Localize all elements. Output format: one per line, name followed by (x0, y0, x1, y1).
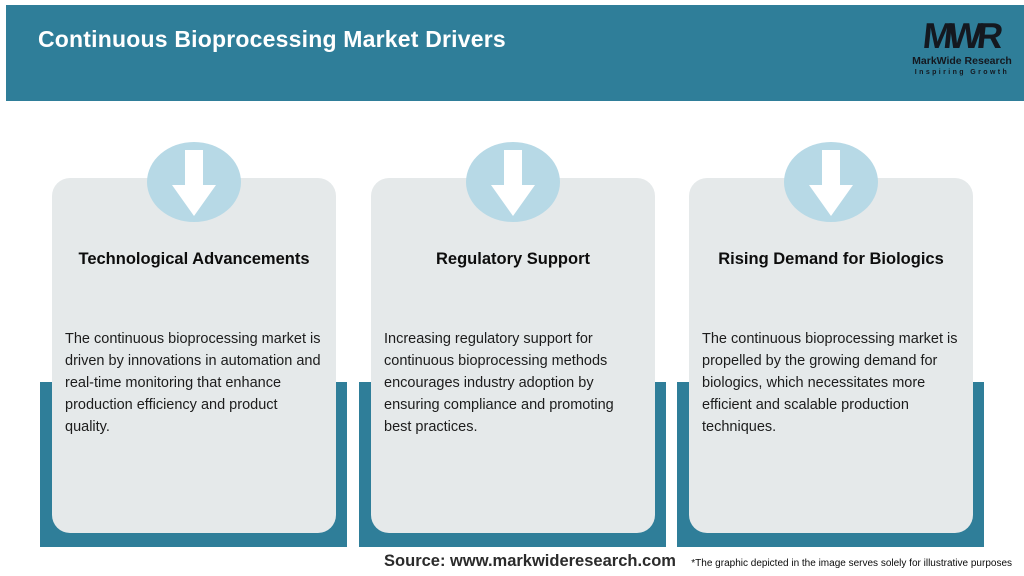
markwide-research-logo: MWR MarkWide Research Inspiring Growth (910, 15, 1014, 76)
card-description: The continuous bioprocessing market is d… (65, 331, 321, 435)
card-description: Increasing regulatory support for contin… (384, 331, 614, 435)
down-arrow-icon (466, 142, 560, 222)
disclaimer-text: *The graphic depicted in the image serve… (691, 558, 1012, 569)
page-title: Continuous Bioprocessing Market Drivers (38, 26, 506, 52)
card-description: The continuous bioprocessing market is p… (702, 331, 958, 435)
logo-tagline: Inspiring Growth (914, 68, 1010, 76)
card-title: Technological Advancements (78, 250, 310, 268)
card-title: Regulatory Support (435, 250, 590, 268)
logo-name: MarkWide Research (912, 55, 1012, 67)
header-bar: Continuous Bioprocessing Market Drivers … (6, 5, 1024, 101)
down-arrow-icon (147, 142, 241, 222)
down-arrow-icon (784, 142, 878, 222)
driver-card: Regulatory Support Increasing regulatory… (371, 178, 655, 533)
logo-monogram: MWR (920, 15, 1000, 56)
driver-card: Technological Advancements The continuou… (52, 178, 336, 533)
driver-card: Rising Demand for Biologics The continuo… (689, 178, 973, 533)
card-title: Rising Demand for Biologics (718, 250, 944, 268)
source-text: Source: www.markwideresearch.com (384, 552, 676, 570)
